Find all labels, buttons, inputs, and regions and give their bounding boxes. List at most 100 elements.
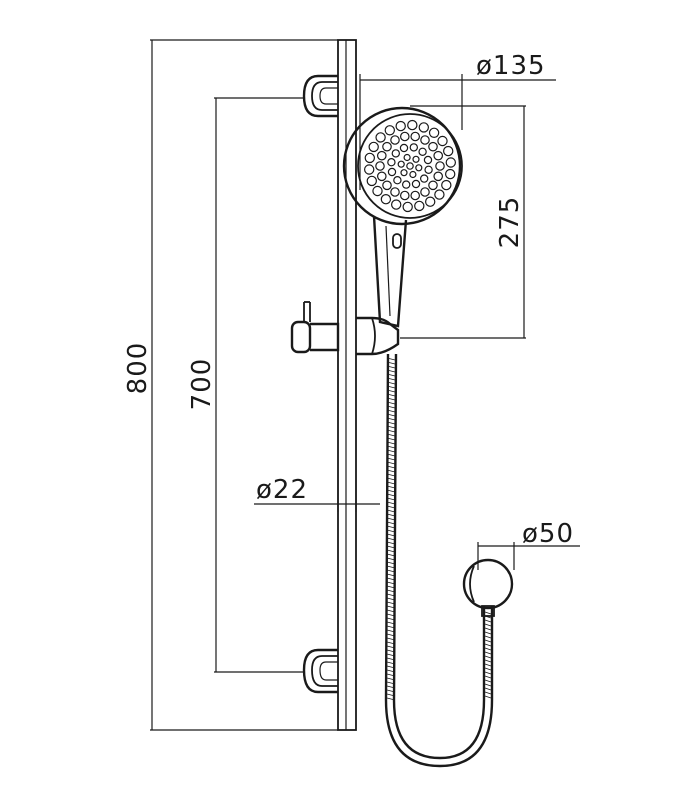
hose-rib [484,635,492,639]
nozzle [434,189,445,200]
nozzle [443,145,454,157]
hose-rib [386,641,396,645]
sliding-holder [290,301,400,356]
hose-rib [386,609,396,613]
hose-rib [484,651,492,655]
hose-rib [386,381,396,385]
label-22: ø22 [256,475,308,505]
hose-rib [386,513,396,517]
nozzle [402,201,413,213]
hose-rib [386,477,396,481]
hose-rib [386,373,396,377]
hose-rib [386,357,396,361]
hose-rib [386,629,396,633]
hose-rib [386,377,396,381]
hose-rib [484,639,492,643]
hose-rib [386,545,396,549]
dimension-700: 700 [187,97,304,673]
dimension-50: ø50 [477,519,580,570]
nozzle [428,127,440,138]
hose-rib [386,385,396,389]
dimension-800: 800 [123,39,338,731]
hose-rib [386,581,396,585]
dimension-135: ø135 [359,51,556,190]
hose-rib [386,561,396,565]
nozzle [399,143,409,153]
nozzle [415,164,423,172]
nozzle [366,175,377,187]
hose-rib [386,453,396,457]
hose-rib [484,659,492,663]
hose-rib [386,473,396,477]
bottom-wall-bracket [302,648,338,694]
nozzle [400,169,408,177]
hose-rib [386,593,396,597]
nozzle [437,135,448,147]
hose-rib [386,689,396,693]
hose-rib [386,669,396,673]
hose-rib [386,529,396,533]
nozzle [420,187,430,197]
hose-rib [484,655,492,659]
hose-rib [386,625,396,629]
nozzle [423,155,433,165]
hose-rib [484,619,492,623]
hose-rib [386,461,396,465]
nozzle [376,171,387,182]
nozzle [409,170,417,179]
top-wall-bracket [302,74,338,118]
label-50: ø50 [522,519,574,549]
label-275: 275 [495,196,525,249]
nozzle [384,125,395,136]
hose-rib [386,469,396,473]
hose-rib [484,683,492,687]
hose-rib [386,425,396,429]
hose-rib [386,649,396,653]
hose-rib [386,605,396,609]
hose-rib [386,673,396,677]
nozzle [414,200,425,212]
shower-hose [384,353,494,768]
hose-rib [484,623,492,627]
nozzle [403,153,411,162]
hose-rib [386,413,396,417]
hose-rib [386,361,396,365]
nozzle [372,185,383,197]
hose-rib [484,647,492,651]
hose-rib [386,433,396,437]
dimension-22: ø22 [254,475,380,512]
hose-rib [386,429,396,433]
slide-rail [337,39,357,731]
nozzle [393,175,402,185]
wall-outlet [462,558,514,617]
hose-rib [386,661,396,665]
hose-rib [386,481,396,485]
hose-rib [386,445,396,449]
hose-rib [386,569,396,573]
hose-rib [386,613,396,617]
hose-rib [386,589,396,593]
nozzle [399,131,410,142]
nozzle [395,120,406,132]
hose-rib [484,671,492,675]
hose-rib [386,457,396,461]
hose-rib [386,517,396,521]
hose-rib [386,577,396,581]
nozzle [382,141,392,152]
hose-rib [386,645,396,649]
hose-rib [386,489,396,493]
hose-rib [386,657,396,661]
hose-rib [386,633,396,637]
nozzle [410,131,420,142]
hose-rib [386,597,396,601]
hose-rib [386,369,396,373]
nozzle [402,180,411,189]
hose-rib [386,405,396,409]
nozzle [428,141,438,152]
hose-rib [484,675,492,679]
hose-rib [386,685,396,689]
hose-rib [386,537,396,541]
nozzle [433,171,443,182]
nozzle [428,180,438,191]
nozzle [375,161,385,171]
